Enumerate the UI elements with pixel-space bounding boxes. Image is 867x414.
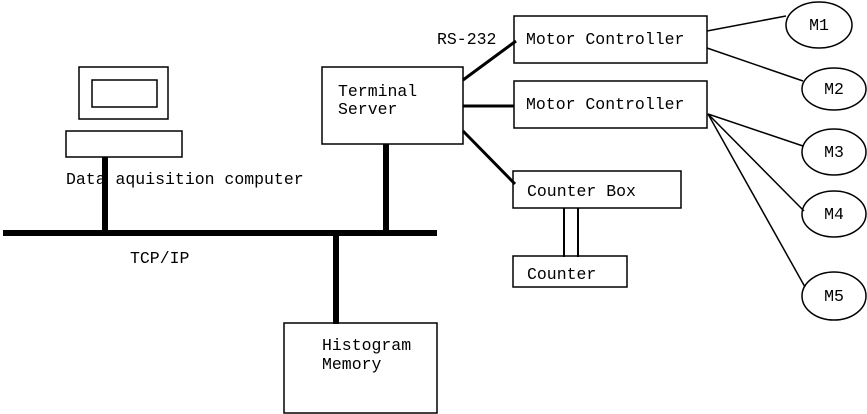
motor-m2-ellipse <box>801 67 867 111</box>
monitor-screen-icon <box>91 79 158 108</box>
motor-m1-ellipse <box>785 1 853 49</box>
motor-controller-1-label: Motor Controller <box>526 30 684 49</box>
motor-controller-2-label: Motor Controller <box>526 95 684 114</box>
motor-m4-ellipse <box>801 190 867 238</box>
motor-controller-1-box <box>513 15 708 64</box>
link-mc2-to-m3 <box>707 113 804 147</box>
link-mc2-to-m4 <box>707 113 805 212</box>
motor-m3-ellipse <box>801 128 867 176</box>
keyboard-icon <box>65 130 183 158</box>
motor-m5-label: M5 <box>824 287 844 306</box>
tcp-ip-label: TCP/IP <box>130 249 190 268</box>
counter-label: Counter <box>527 265 596 284</box>
histogram-memory-label-line1: Histogram <box>322 336 411 355</box>
motor-m3-label: M3 <box>824 143 844 162</box>
counter-box-label: Counter Box <box>527 182 636 201</box>
counter-box <box>512 255 628 288</box>
counter-box-box <box>512 170 682 209</box>
link-mc1-to-m2 <box>706 47 804 82</box>
motor-m2-label: M2 <box>824 80 844 99</box>
link-mc1-to-m1 <box>706 15 787 32</box>
link-terminal-server-to-counter-box <box>461 129 517 186</box>
monitor-icon <box>78 66 169 120</box>
rs232-label: RS-232 <box>437 30 496 49</box>
terminal-server-label-line1: Terminal <box>338 82 417 101</box>
data-acquisition-computer-label: Data aquisition computer <box>66 170 304 189</box>
terminal-server-label-line2: Server <box>338 100 397 119</box>
motor-m1-label: M1 <box>809 16 829 35</box>
link-terminal-server-to-motor-controller-1 <box>462 39 517 82</box>
histogram-memory-label-line2: Memory <box>322 355 382 374</box>
motor-controller-2-box <box>513 80 708 129</box>
histogram-memory-box <box>283 322 438 414</box>
link-mc2-to-m5 <box>707 113 806 288</box>
motor-m4-label: M4 <box>824 205 844 224</box>
motor-m5-ellipse <box>801 271 867 321</box>
